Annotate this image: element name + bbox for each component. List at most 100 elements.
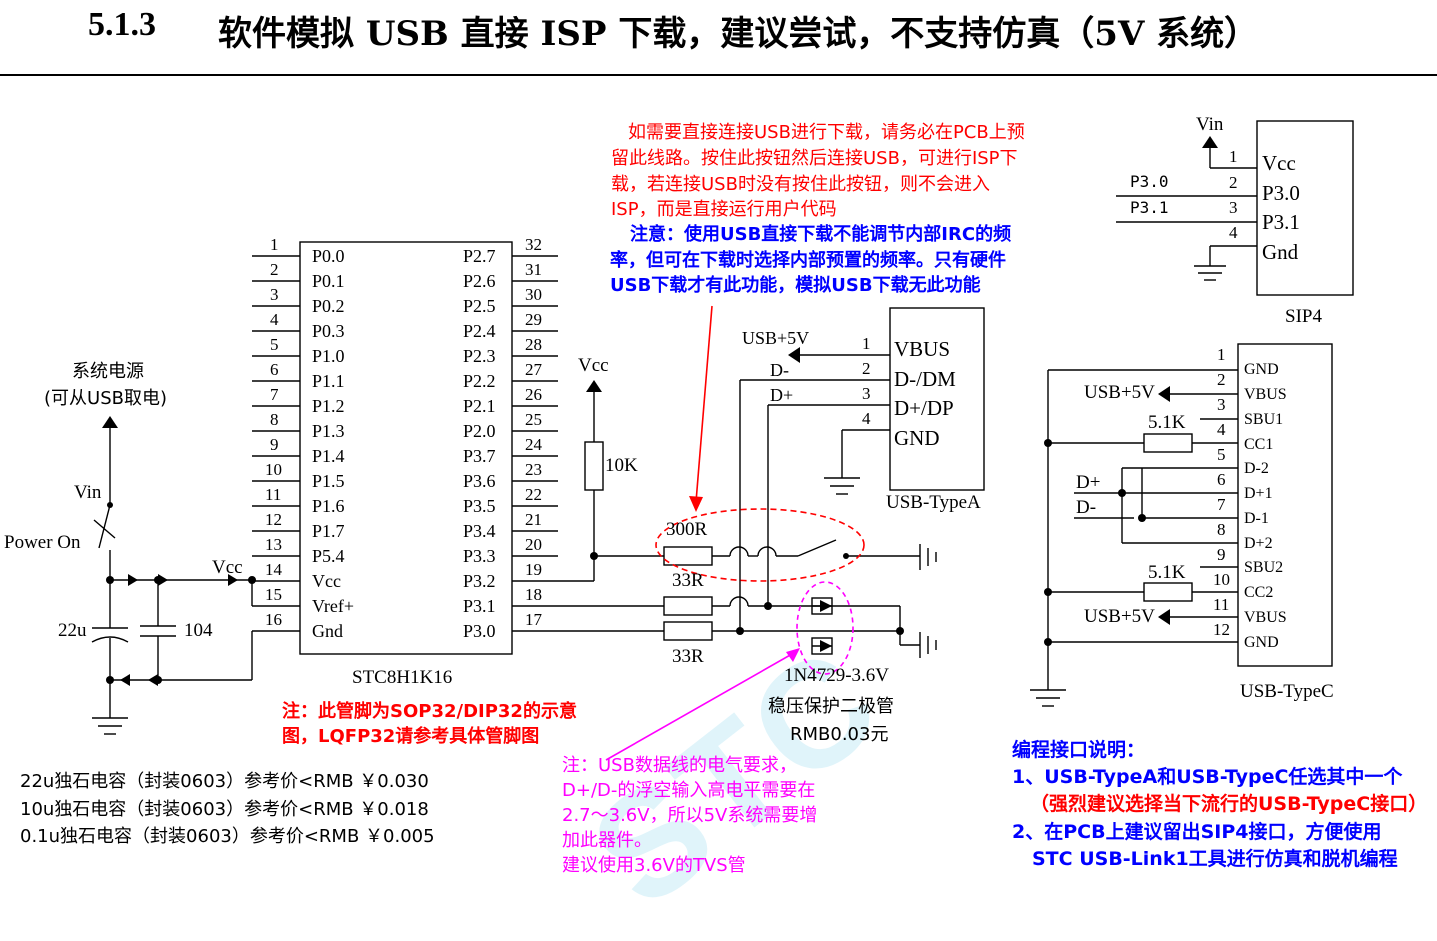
- section-heading: 软件模拟 USB 直接 ISP 下载，建议尝试，不支持仿真（5V 系统）: [218, 14, 1259, 54]
- usb-c-dminus-net: D-: [1076, 497, 1097, 518]
- pin-number: 16: [265, 610, 282, 629]
- pin-label: P2.1: [463, 396, 496, 416]
- prog-line: STC USB-Link1工具进行仿真和脱机编程: [1032, 848, 1398, 870]
- pin-number: 4: [270, 310, 279, 329]
- note-line: 留此线路。按住此按钮然后连接USB，可进行ISP下: [611, 148, 1018, 169]
- pin-number: 28: [525, 335, 542, 354]
- note-line: 注：USB数据线的电气要求，: [562, 755, 797, 776]
- pin-number: 11: [265, 485, 282, 504]
- pin-label: P1.7: [312, 521, 345, 541]
- pin-number: 24: [525, 435, 542, 454]
- pin-number: 17: [525, 610, 542, 629]
- pin-number: 31: [525, 260, 542, 279]
- pin-label: P3.1: [463, 596, 496, 616]
- pin-label: P2.6: [463, 271, 496, 291]
- pin-label: P1.5: [312, 471, 345, 491]
- vcc-net-label: Vcc: [212, 557, 243, 578]
- usb-c-pin-number: 11: [1213, 595, 1230, 614]
- pin-label: P2.7: [463, 246, 496, 266]
- usb-a-pin-label: D-/DM: [894, 367, 956, 391]
- usb-c-vbus-net-1: USB+5V: [1084, 382, 1155, 403]
- note-line: 2.7～3.6V，所以5V系统需要增: [562, 805, 818, 826]
- usb-a-pin-label: GND: [894, 426, 940, 450]
- pin-label: P0.2: [312, 296, 345, 316]
- usb-a-pin-number: 2: [862, 359, 871, 378]
- usb-c-dplus-net: D+: [1076, 472, 1101, 493]
- usb-a-pin-number: 1: [862, 334, 871, 353]
- vin-label: Vin: [74, 482, 102, 503]
- usb-c-pin-label: VBUS: [1244, 386, 1287, 403]
- usb-c-pin-label: SBU1: [1244, 411, 1284, 428]
- prog-title: 编程接口说明：: [1012, 739, 1146, 761]
- power-source-label: 系统电源: [72, 361, 144, 382]
- pin-number: 1: [270, 235, 279, 254]
- resistor-33r-label-2: 33R: [672, 646, 704, 667]
- mcu-body: [299, 241, 513, 655]
- note-line: 注：此管脚为SOP32/DIP32的示意: [282, 701, 577, 722]
- prog-line: 2、在PCB上建议留出SIP4接口，方便使用: [1012, 821, 1382, 843]
- pin-number: 18: [525, 585, 542, 604]
- pin-number: 7: [270, 385, 279, 404]
- note-line: 载，若连接USB时没有按住此按钮，则不会进入: [611, 174, 990, 195]
- resistor-300r-label: 300R: [666, 519, 708, 540]
- pin-number: 10: [265, 460, 282, 479]
- usb-c-pin-number: 10: [1213, 570, 1230, 589]
- pin-label: P0.3: [312, 321, 345, 341]
- power-on-label: Power On: [4, 532, 81, 553]
- usb-c-pin-label: GND: [1244, 361, 1279, 378]
- price-line: 22u独石电容（封装0603）参考价<RMB ￥0.030: [20, 771, 429, 792]
- note-line: 加此器件。: [562, 830, 652, 851]
- pin-label: P2.0: [463, 421, 496, 441]
- pullup-resistor-label: 10K: [605, 455, 638, 476]
- usb-c-vbus-net-2: USB+5V: [1084, 606, 1155, 627]
- pin-label: Gnd: [312, 621, 343, 641]
- pin-number: 26: [525, 385, 542, 404]
- price-line: 10u独石电容（封装0603）参考价<RMB ￥0.018: [20, 799, 429, 820]
- pin-number: 19: [525, 560, 542, 579]
- usb-c-pin-number: 2: [1217, 370, 1226, 389]
- pin-label: P0.1: [312, 271, 345, 291]
- usb-c-pin-number: 6: [1217, 470, 1226, 489]
- prog-line: 1、USB-TypeA和USB-TypeC任选其中一个: [1012, 766, 1403, 788]
- pin-label: P1.2: [312, 396, 345, 416]
- pin-number: 27: [525, 360, 542, 379]
- note-line: 注意：使用USB直接下载不能调节内部IRC的频: [630, 224, 1012, 245]
- mcu-right-pin-lines: [512, 255, 664, 632]
- sip4-pin-label: Gnd: [1262, 240, 1299, 264]
- pin-label: P5.4: [312, 546, 345, 566]
- usb-c-pin-number: 4: [1217, 420, 1226, 439]
- usb-c-r-cc2-label: 5.1K: [1148, 562, 1186, 583]
- pin-label: P1.4: [312, 446, 345, 466]
- pin-number: 22: [525, 485, 542, 504]
- pin-label: P3.7: [463, 446, 496, 466]
- pin-number: 30: [525, 285, 542, 304]
- usb-a-dminus-net: D-: [770, 360, 789, 380]
- resistor-33r-label-1: 33R: [672, 570, 704, 591]
- pin-number: 9: [270, 435, 279, 454]
- usb-c-pin-number: 7: [1217, 495, 1226, 514]
- mcu-left-pin-lines: [252, 255, 300, 632]
- pin-label: P2.3: [463, 346, 496, 366]
- usb-c-r-cc1-label: 5.1K: [1148, 412, 1186, 433]
- sip4-pin-number: 3: [1229, 198, 1238, 217]
- pin-number: 14: [265, 560, 282, 579]
- pin-number: 32: [525, 235, 542, 254]
- usb-c-pin-label: GND: [1244, 634, 1279, 651]
- pin-label: P2.5: [463, 296, 496, 316]
- sip4-pin-label: P3.1: [1262, 210, 1300, 234]
- usb-c-pin-number: 8: [1217, 520, 1226, 539]
- pin-number: 13: [265, 535, 282, 554]
- usb-c-name: USB-TypeC: [1240, 681, 1334, 702]
- note-line: D+/D-的浮空输入高电平需要在: [562, 780, 816, 801]
- usb-c-pin-number: 9: [1217, 545, 1226, 564]
- pin-number: 21: [525, 510, 542, 529]
- usb-c-pin-number: 12: [1213, 620, 1230, 639]
- note-line: 图，LQFP32请参考具体管脚图: [282, 726, 540, 747]
- note-line: 如需要直接连接USB进行下载，请务必在PCB上预: [628, 122, 1025, 143]
- section-title: 5.1.3 软件模拟 USB 直接 ISP 下载，建议尝试，不支持仿真（5V 系…: [0, 0, 1437, 60]
- usb-c-pin-label: VBUS: [1244, 609, 1287, 626]
- pin-label: P1.3: [312, 421, 345, 441]
- sip4-vin-label: Vin: [1196, 114, 1224, 135]
- cap-104-label: 104: [184, 620, 213, 641]
- pin-number: 3: [270, 285, 279, 304]
